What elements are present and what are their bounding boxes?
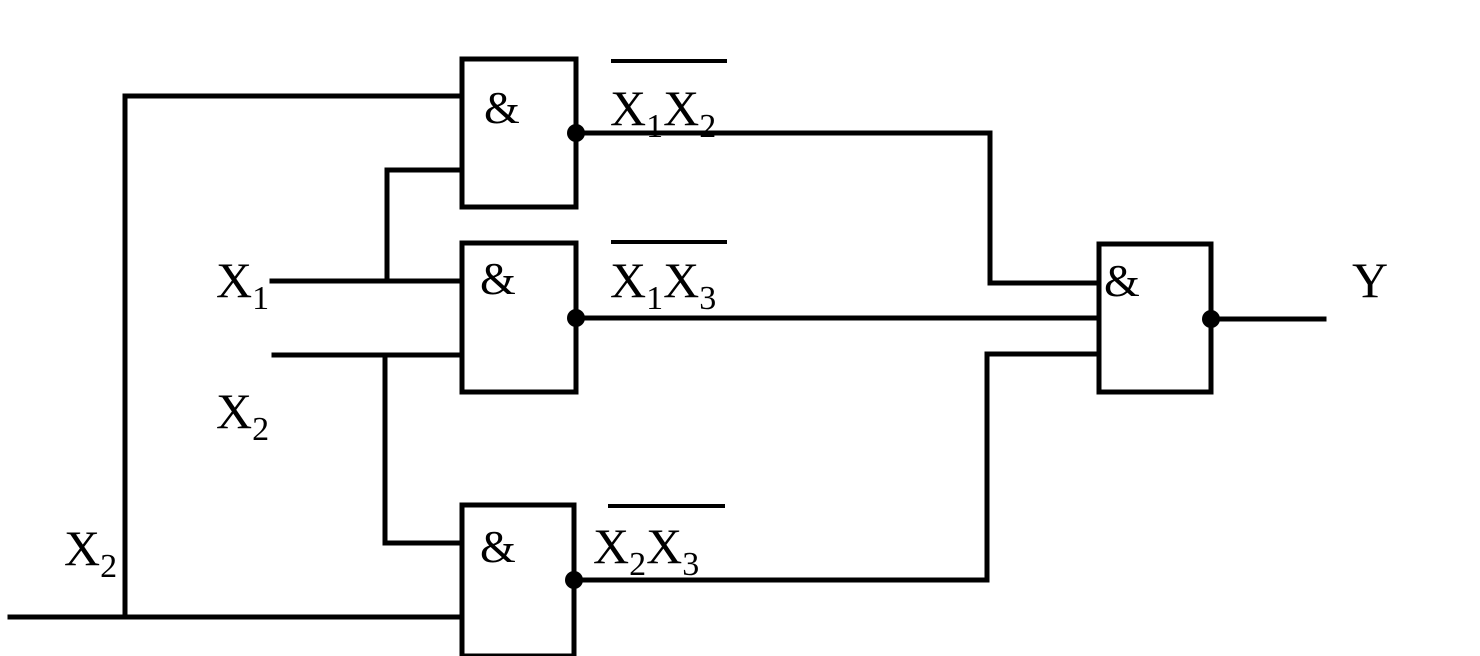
svg-text:X2X3: X2X3 xyxy=(593,518,699,583)
term-label-bottom: X2X3 xyxy=(593,504,725,583)
svg-text:X1X3: X1X3 xyxy=(610,252,716,317)
label-output-y: Y xyxy=(1352,252,1388,308)
term-label-middle: X1X3 xyxy=(610,240,727,317)
gate-symbol: & xyxy=(484,82,520,133)
gate-symbol: & xyxy=(1104,255,1140,306)
inversion-bubble xyxy=(1202,310,1220,328)
nand-gate-top: & xyxy=(459,56,585,210)
inversion-bubble xyxy=(565,571,583,589)
inversion-bubble xyxy=(567,309,585,327)
wires xyxy=(7,93,1327,620)
nand-gate-output: & xyxy=(1096,241,1220,395)
gate-symbol: & xyxy=(480,521,516,572)
term-label-top: X1X2 xyxy=(610,59,727,145)
label-x2-left: X2 xyxy=(64,520,117,585)
label-x1: X1 xyxy=(216,252,269,317)
nand-gate-bottom: & xyxy=(459,502,583,656)
inversion-bubble xyxy=(567,124,585,142)
gate-symbol: & xyxy=(480,253,516,304)
svg-text:X1X2: X1X2 xyxy=(610,80,716,145)
wire-x2-left-bus xyxy=(122,93,465,618)
label-x2-mid: X2 xyxy=(216,383,269,448)
wire-bottom-gate-out xyxy=(574,351,1100,583)
nand-gate-middle: & xyxy=(459,240,585,395)
wire-x1-branch-top xyxy=(384,167,465,284)
wire-x2-mid-branch-bottom xyxy=(382,352,465,546)
wire-top-gate-out xyxy=(574,130,1100,286)
